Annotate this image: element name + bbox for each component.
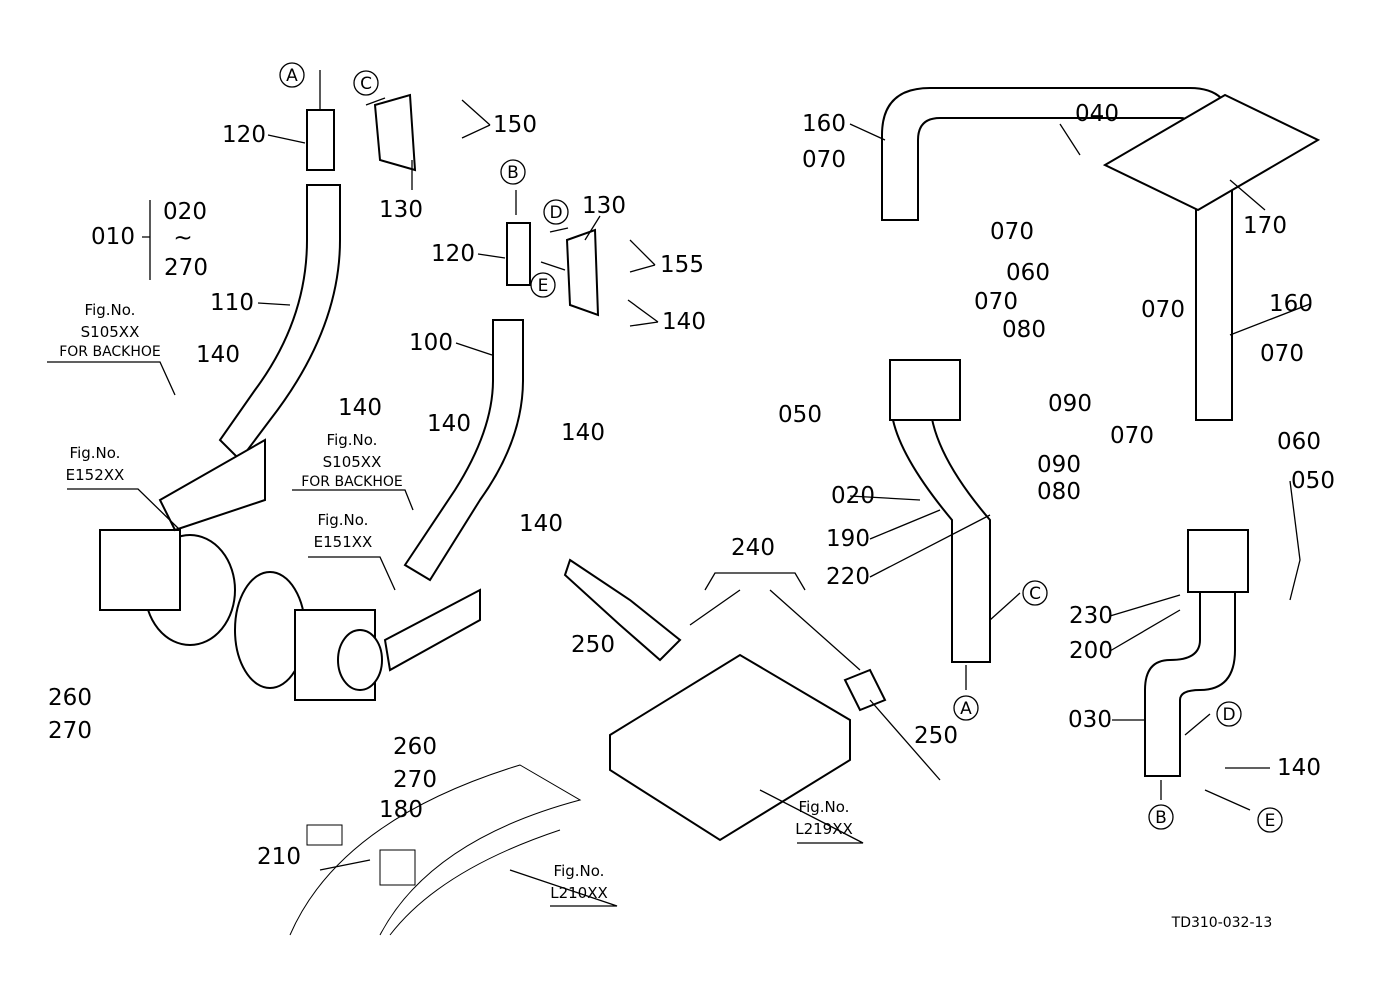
part-callout-070: 070 bbox=[1110, 423, 1154, 449]
figure-ref-label: Fig.No. bbox=[554, 862, 605, 880]
part-callout-070: 070 bbox=[1141, 297, 1185, 323]
part-callout-050: 050 bbox=[778, 402, 822, 428]
assembly-callout: 010 bbox=[91, 224, 135, 250]
part-callout-080: 080 bbox=[1037, 479, 1081, 505]
figure-ref-number: L210XX bbox=[550, 884, 608, 902]
part-callout-190: 190 bbox=[826, 526, 870, 552]
reference-mark-B: B bbox=[507, 163, 519, 183]
right-upright-100 bbox=[403, 222, 600, 582]
drawing-code: TD310-032-13 bbox=[1171, 915, 1273, 931]
figure-ref-number: E151XX bbox=[314, 533, 373, 551]
part-callout-040: 040 bbox=[1075, 101, 1119, 127]
part-callout-020: 020 bbox=[831, 483, 875, 509]
part-callout-070: 070 bbox=[990, 219, 1034, 245]
reference-circle-C bbox=[353, 70, 379, 96]
figure-ref-label: Fig.No. bbox=[318, 511, 369, 529]
figure-ref-note: FOR BACKHOE bbox=[301, 474, 403, 490]
part-callout-140: 140 bbox=[196, 342, 240, 368]
seat-belt-and-bracket bbox=[563, 558, 941, 842]
part-callout-090: 090 bbox=[1037, 452, 1081, 478]
part-callout-120: 120 bbox=[222, 122, 266, 148]
part-callout-160: 160 bbox=[802, 111, 846, 137]
right-post-030 bbox=[1144, 529, 1249, 777]
assembly-range-separator: ~ bbox=[173, 225, 192, 251]
part-callout-270: 270 bbox=[48, 718, 92, 744]
part-callout-070: 070 bbox=[1260, 341, 1304, 367]
part-callout-230: 230 bbox=[1069, 603, 1113, 629]
figure-ref-label: Fig.No. bbox=[327, 431, 378, 449]
leader-lines bbox=[47, 70, 1311, 907]
reference-mark-C: C bbox=[1029, 584, 1041, 604]
left-post-020 bbox=[889, 359, 991, 663]
part-callout-060: 060 bbox=[1006, 260, 1050, 286]
figure-ref-number: S105XX bbox=[323, 453, 382, 471]
assembly-range-to: 270 bbox=[164, 255, 208, 281]
reference-circle-A bbox=[953, 695, 979, 721]
part-callout-160: 160 bbox=[1269, 291, 1313, 317]
reference-mark-D: D bbox=[1222, 705, 1235, 725]
part-callout-060: 060 bbox=[1277, 429, 1321, 455]
part-callout-270: 270 bbox=[393, 767, 437, 793]
reference-circle-E bbox=[1257, 807, 1283, 833]
reference-circle-B bbox=[1148, 804, 1174, 830]
part-callout-030: 030 bbox=[1068, 707, 1112, 733]
figure-ref-note: FOR BACKHOE bbox=[59, 344, 161, 360]
reference-circle-A bbox=[279, 62, 305, 88]
left-upright-110 bbox=[218, 93, 417, 462]
part-callout-120: 120 bbox=[431, 241, 475, 267]
reference-circle-E bbox=[530, 272, 556, 298]
part-callout-260: 260 bbox=[48, 685, 92, 711]
reference-mark-E: E bbox=[1265, 811, 1276, 831]
part-callout-210: 210 bbox=[257, 844, 301, 870]
part-callout-240: 240 bbox=[731, 535, 775, 561]
part-callout-260: 260 bbox=[393, 734, 437, 760]
reference-circle-C bbox=[1022, 580, 1048, 606]
part-callout-140: 140 bbox=[338, 395, 382, 421]
figure-ref-label: Fig.No. bbox=[70, 444, 121, 462]
part-callout-100: 100 bbox=[409, 330, 453, 356]
part-callout-070: 070 bbox=[802, 147, 846, 173]
figure-ref-label: Fig.No. bbox=[85, 301, 136, 319]
reference-mark-B: B bbox=[1155, 808, 1167, 828]
part-callout-180: 180 bbox=[379, 797, 423, 823]
part-callout-130: 130 bbox=[582, 193, 626, 219]
part-callout-250: 250 bbox=[571, 632, 615, 658]
reference-mark-A: A bbox=[286, 66, 298, 86]
part-callout-130: 130 bbox=[379, 197, 423, 223]
part-callout-140: 140 bbox=[427, 411, 471, 437]
axle-housings bbox=[99, 438, 481, 701]
part-callout-200: 200 bbox=[1069, 638, 1113, 664]
part-callout-090: 090 bbox=[1048, 391, 1092, 417]
part-callout-140: 140 bbox=[662, 309, 706, 335]
part-callout-140: 140 bbox=[1277, 755, 1321, 781]
part-callout-170: 170 bbox=[1243, 213, 1287, 239]
reference-mark-A: A bbox=[960, 699, 972, 719]
fender-outline bbox=[289, 764, 582, 936]
reference-mark-E: E bbox=[538, 276, 549, 296]
reference-circle-D bbox=[543, 199, 569, 225]
part-callout-155: 155 bbox=[660, 252, 704, 278]
part-callout-140: 140 bbox=[519, 511, 563, 537]
reference-mark-D: D bbox=[549, 203, 562, 223]
assembly-range-from: 020 bbox=[163, 199, 207, 225]
reference-circle-B bbox=[500, 159, 526, 185]
reference-circle-D bbox=[1216, 701, 1242, 727]
manual-170 bbox=[1102, 93, 1321, 212]
part-callout-080: 080 bbox=[1002, 317, 1046, 343]
reference-mark-C: C bbox=[360, 74, 372, 94]
figure-ref-number: L219XX bbox=[795, 820, 853, 838]
figure-ref-label: Fig.No. bbox=[799, 798, 850, 816]
part-callout-140: 140 bbox=[561, 420, 605, 446]
part-callout-150: 150 bbox=[493, 112, 537, 138]
part-callout-220: 220 bbox=[826, 564, 870, 590]
figure-ref-number: S105XX bbox=[81, 323, 140, 341]
figure-ref-number: E152XX bbox=[66, 466, 125, 484]
part-callout-110: 110 bbox=[210, 290, 254, 316]
part-callout-070: 070 bbox=[974, 289, 1018, 315]
part-callout-250: 250 bbox=[914, 723, 958, 749]
part-callout-050: 050 bbox=[1291, 468, 1335, 494]
